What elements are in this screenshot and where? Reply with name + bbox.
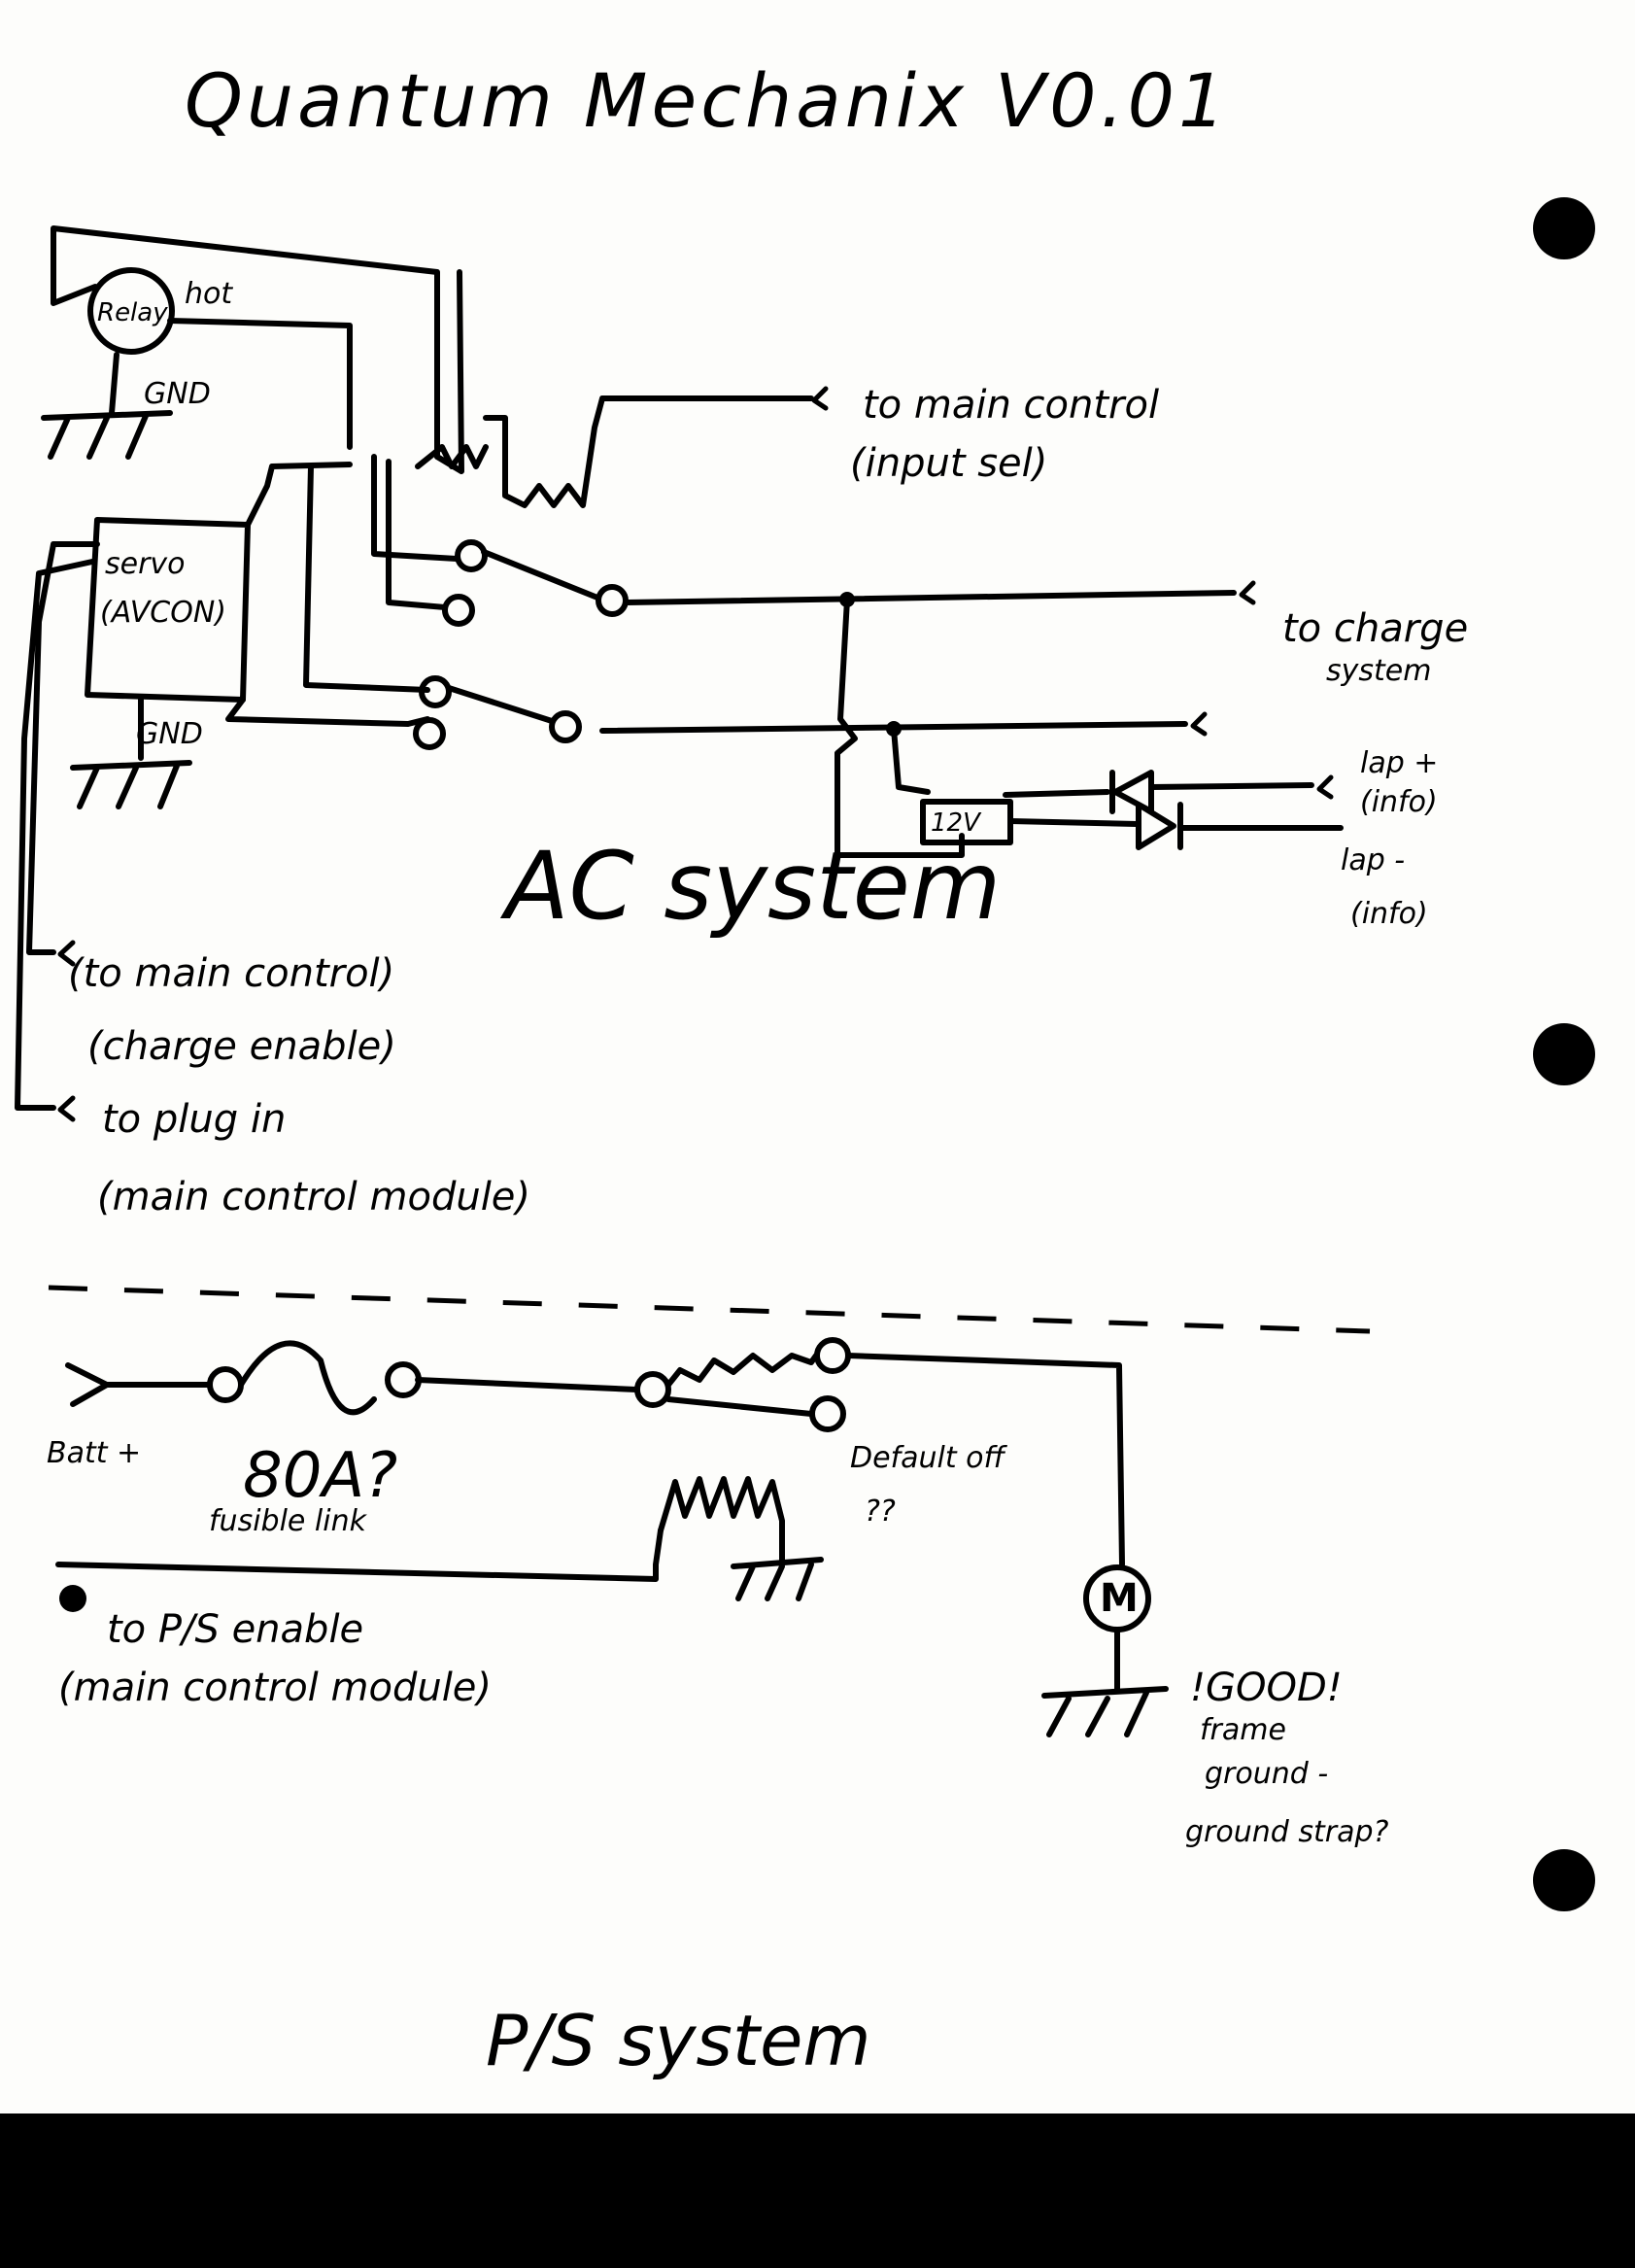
to-charge-system-line1: to charge: [1282, 606, 1468, 651]
input-sel-label: (input sel): [850, 441, 1047, 486]
switch-1-pivot: [596, 584, 629, 617]
connector-mark-plug-in: [57, 1095, 76, 1122]
switch-2-blade: [446, 685, 555, 724]
batt-plus-arrow: [65, 1362, 110, 1407]
to-plug-in-label: to plug in: [102, 1097, 286, 1142]
connector-mark-charge: [1239, 580, 1256, 605]
lap-plus-line1: lap +: [1360, 746, 1438, 780]
lap-minus-line1: lap -: [1341, 843, 1405, 877]
ps-relay-contact-b: [814, 1337, 851, 1374]
good-frame-line1: !GOOD!: [1190, 1666, 1343, 1710]
switch-1-blade: [481, 549, 600, 601]
schematic-drawing: Quantum Mechanix V0.01 Relay hot GND to …: [15, 57, 1595, 2081]
binder-hole-top: [1533, 197, 1595, 259]
hot-label: hot: [185, 277, 233, 311]
hot-wire: [167, 318, 353, 450]
lap-plus-wire: [1003, 782, 1314, 798]
switch-2-contact-a: [419, 675, 452, 708]
fuse-to-relay-wire: [415, 1377, 639, 1392]
to-charge-system-line2: system: [1326, 654, 1431, 688]
fuse-link-icon: [238, 1340, 377, 1416]
plug-in-wire: [15, 559, 95, 1111]
fuse-terminal-b: [385, 1361, 422, 1398]
input-sel-switch-wire: [415, 395, 814, 508]
switch-wire-3: [303, 464, 430, 693]
to-ps-enable-label: to P/S enable: [107, 1607, 363, 1652]
servo-output-wire: [225, 697, 430, 727]
charge-enable-label: (charge enable): [87, 1024, 396, 1069]
ps-system-label: P/S system: [486, 2000, 871, 2081]
ground-symbol-coil: [731, 1557, 824, 1601]
fusible-link-label: fusible link: [209, 1504, 368, 1538]
fuse-rating-label: 80A?: [243, 1440, 397, 1512]
switch-2-contact-b: [413, 717, 446, 750]
diode-1-icon: [1109, 770, 1154, 814]
regulator-label: 12V: [931, 808, 982, 838]
junction-wire-a: [434, 269, 464, 474]
fuse-terminal-a: [207, 1366, 244, 1403]
charge-enable-wire: [26, 541, 100, 955]
good-frame-line2: frame: [1200, 1713, 1286, 1747]
ps-relay-default-blade: [665, 1396, 814, 1417]
page-title: Quantum Mechanix V0.01: [185, 57, 1229, 144]
section-divider: [48, 1285, 1371, 1334]
switch-2-pivot: [549, 710, 582, 743]
ground-symbol-2: [70, 697, 192, 809]
relay-symbol: [87, 267, 175, 355]
connector-mark-charge-enable: [57, 940, 76, 967]
ground-symbol-motor: [1041, 1686, 1169, 1737]
lap-minus-wire: [1007, 818, 1344, 831]
connector-mark-input-sel: [811, 386, 829, 411]
tie-wire: [835, 597, 965, 858]
default-off-line2: ??: [865, 1495, 896, 1529]
good-frame-line3: ground -: [1205, 1757, 1328, 1791]
main-control-module-label-ac: (main control module): [97, 1175, 530, 1220]
batt-plus-label: Batt +: [47, 1436, 141, 1470]
main-control-module-label-ps: (main control module): [58, 1666, 492, 1710]
binder-hole-bottom: [1533, 1849, 1595, 1911]
relay-loop-wire: [51, 225, 440, 460]
switch-1-contact-b: [442, 594, 475, 627]
switch-1-contact-a: [455, 539, 488, 572]
servo-label-line2: (AVCON): [100, 596, 226, 630]
ps-enable-connector-dot: [59, 1585, 86, 1612]
default-off-line1: Default off: [850, 1441, 1008, 1475]
notebook-page: Quantum Mechanix V0.01 Relay hot GND to …: [0, 0, 1635, 2113]
switch-wire-1: [371, 454, 460, 562]
charge-bus-wire: [624, 590, 1237, 605]
servo-label-line1: servo: [105, 547, 186, 581]
ps-enable-wire: [55, 1528, 664, 1582]
lap-plus-line2: (info): [1360, 785, 1438, 819]
ac-system-label: AC system: [499, 832, 1001, 941]
servo-side-wire: [245, 462, 353, 528]
ps-relay-blade: [665, 1353, 819, 1388]
connector-mark-lap-bus: [1190, 711, 1208, 737]
gnd-label-1: GND: [144, 377, 211, 411]
connector-mark-lap-plus: [1316, 774, 1334, 800]
ps-relay-coil-icon: [658, 1476, 785, 1567]
regulator-feed-wire: [891, 726, 931, 795]
switch-wire-2: [386, 459, 448, 610]
ps-relay-contact-c: [809, 1395, 846, 1432]
to-main-control-label: to main control: [863, 383, 1159, 428]
relay-label: Relay: [97, 298, 168, 327]
good-frame-line4: ground strap?: [1185, 1815, 1388, 1849]
ground-symbol-1: [41, 352, 173, 460]
motor-feed-wire: [845, 1353, 1125, 1567]
ps-relay-contact-a: [634, 1371, 671, 1408]
diode-2-icon: [1136, 802, 1183, 850]
motor-symbol: M: [1100, 1576, 1139, 1621]
scan-border: [0, 2113, 1635, 2268]
to-main-control-charge-label: (to main control): [68, 951, 394, 996]
gnd-label-2: GND: [136, 717, 203, 751]
lap-minus-line2: (info): [1350, 897, 1428, 931]
binder-hole-middle: [1533, 1023, 1595, 1085]
